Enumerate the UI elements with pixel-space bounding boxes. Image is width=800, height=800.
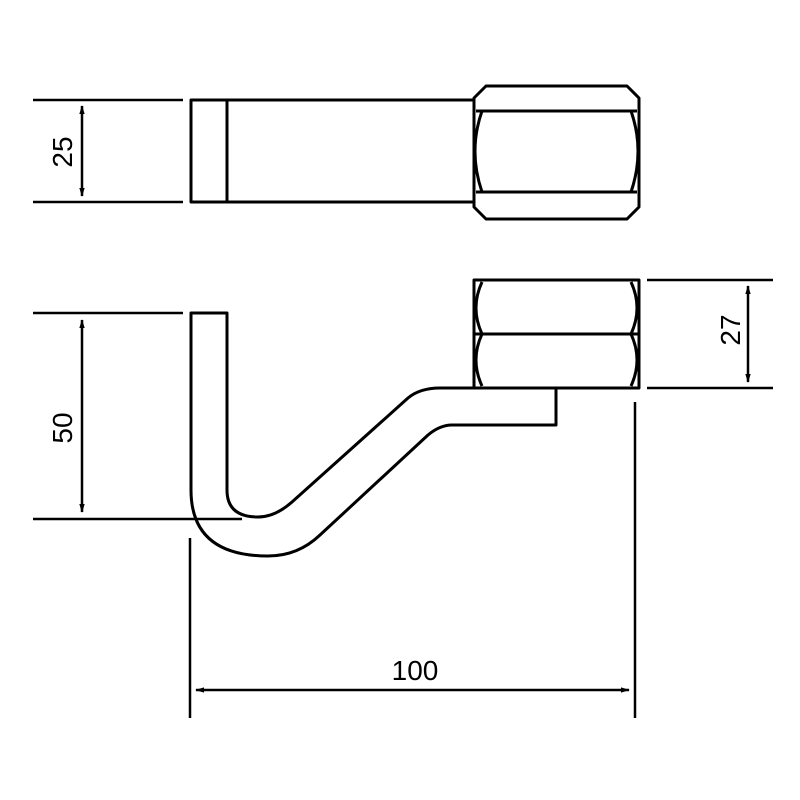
dimension-label-50: 50	[47, 412, 78, 443]
hex-nut-top-view	[472, 84, 641, 221]
flat-bar-top	[189, 98, 476, 204]
j-hook-bar	[189, 311, 558, 558]
hex-nut-side-view	[472, 278, 641, 390]
top-view: 25	[33, 84, 641, 221]
dimension-label-27: 27	[715, 314, 746, 345]
dimension-label-25: 25	[47, 136, 78, 167]
side-view: 50 27 100	[33, 278, 773, 718]
dimension-label-100: 100	[392, 655, 439, 686]
